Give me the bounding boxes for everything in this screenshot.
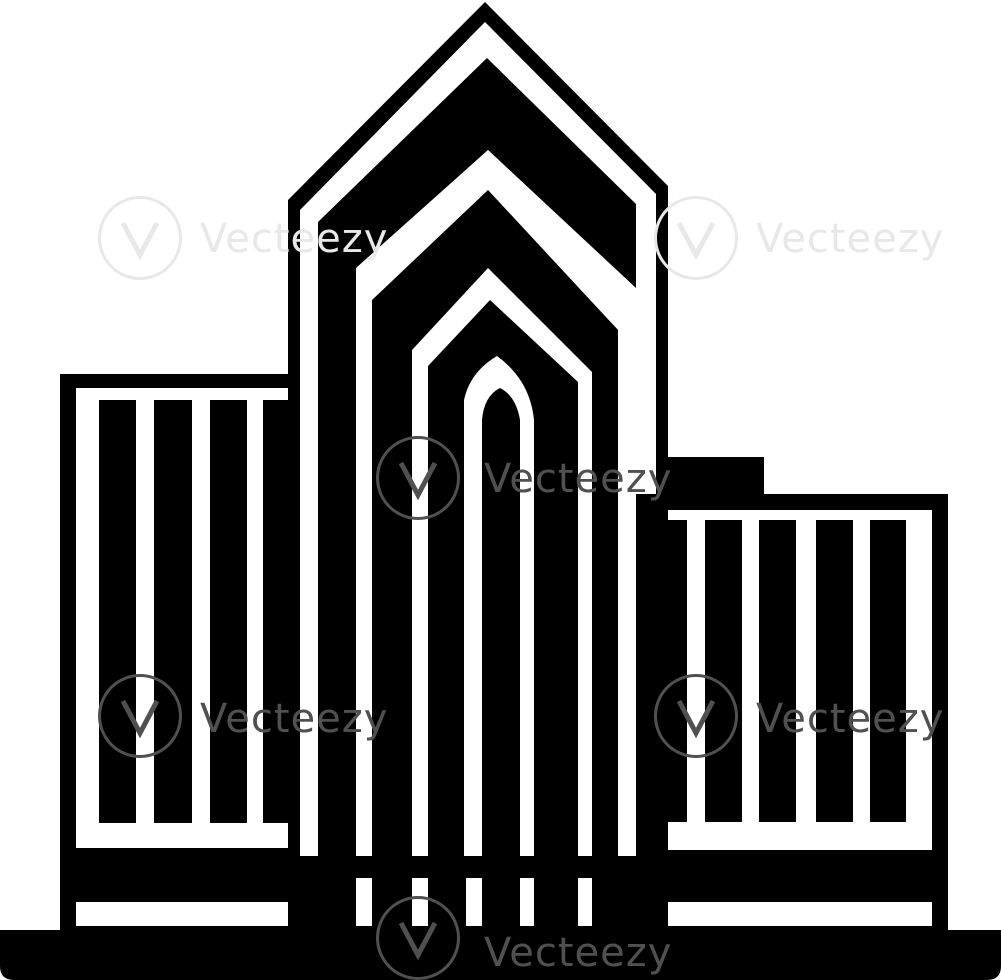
base-slab: [0, 930, 1001, 980]
right-wing: [628, 457, 948, 930]
central-tower: [288, 2, 668, 930]
left-wing: [60, 374, 318, 930]
